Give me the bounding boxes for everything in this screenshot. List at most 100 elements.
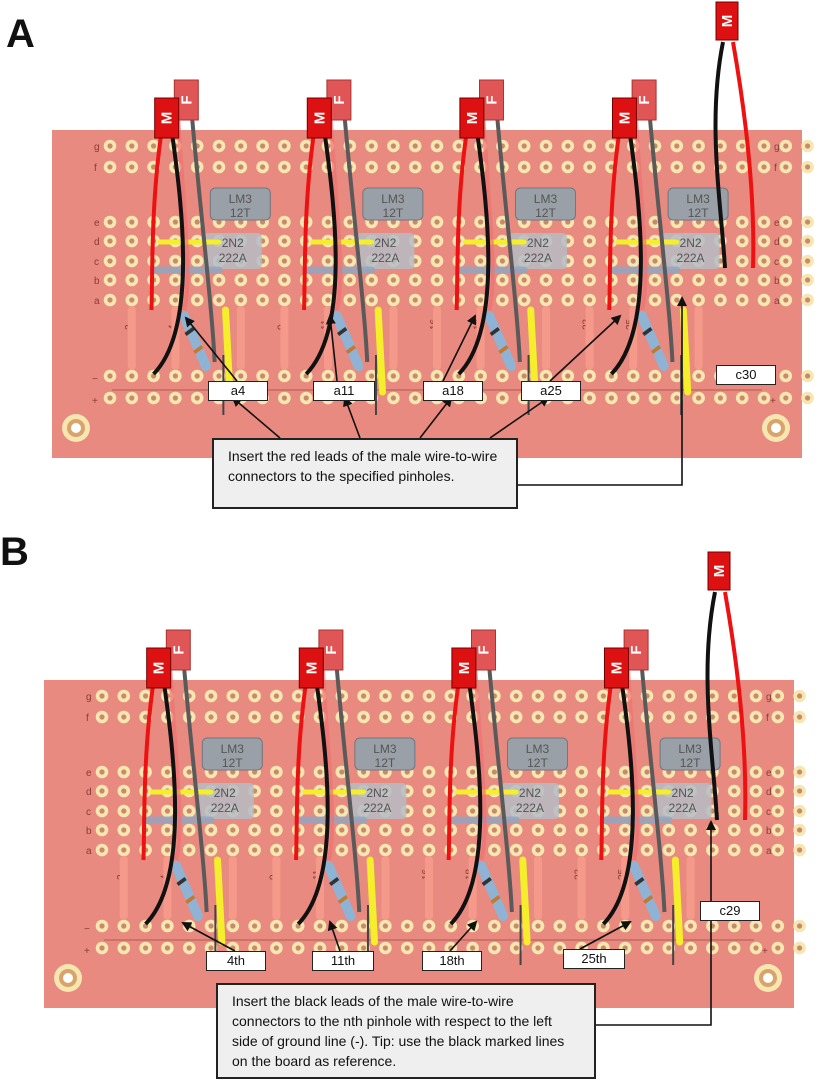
pinhole (313, 765, 327, 779)
resistor-band (642, 327, 653, 336)
row-letter: a (94, 296, 100, 307)
pinhole (662, 843, 676, 857)
pinhole (793, 689, 806, 703)
pinhole (509, 941, 523, 955)
pinhole (626, 254, 640, 268)
red-wire (141, 687, 155, 861)
pinhole (430, 160, 444, 174)
pinhole (321, 215, 335, 229)
connector-m-label: M (711, 565, 728, 578)
pinhole (430, 369, 444, 383)
pinhole (539, 160, 553, 174)
pinhole (190, 273, 204, 287)
row-letter: g (774, 142, 780, 153)
pinhole (169, 254, 182, 268)
pinhole (539, 139, 553, 153)
pinhole (313, 919, 327, 933)
pinhole (727, 919, 741, 933)
mounting-hole (754, 964, 782, 992)
transistor-label: 222A (516, 801, 544, 815)
red-wire (607, 137, 621, 311)
pinhole (357, 689, 370, 703)
pinhole (226, 919, 240, 933)
pinhole (670, 369, 684, 383)
pinhole (387, 273, 400, 287)
pinhole (400, 823, 414, 837)
pinhole (735, 234, 749, 248)
pinhole (517, 369, 531, 383)
pinhole (226, 689, 240, 703)
pinhole (801, 391, 814, 405)
resistor-band (489, 327, 500, 336)
connector-m-label: M (616, 112, 633, 125)
pinhole (626, 391, 640, 405)
rail-minus: − (84, 924, 90, 935)
circuit-block: 1618LM312T2N2222AFM (421, 629, 568, 965)
pinhole (182, 941, 196, 955)
red-wire (302, 137, 316, 311)
pinhole (749, 765, 763, 779)
row-letter: f (86, 713, 89, 724)
pinhole (278, 139, 291, 153)
pinhole (640, 843, 654, 857)
pinhole (583, 293, 596, 307)
pinhole (422, 843, 436, 857)
pinhole (575, 784, 588, 798)
chip-label: LM3 (373, 742, 397, 756)
pinhole (95, 823, 109, 837)
chip-label: 12T (527, 756, 548, 770)
pinhole (248, 710, 261, 724)
pinhole (212, 273, 226, 287)
connector-m-label: M (719, 15, 736, 28)
pinhole (95, 804, 109, 818)
pinhole (313, 823, 327, 837)
arrow-4th (181, 922, 236, 952)
pinhole (422, 823, 436, 837)
resistor-band (490, 895, 501, 904)
pinhole (648, 254, 662, 268)
yellow-jumper-vertical (366, 856, 378, 946)
gray-wire (334, 669, 362, 913)
chip-label: 12T (375, 756, 396, 770)
pinhole (531, 919, 545, 933)
pinhole (321, 293, 335, 307)
pinhole (575, 689, 588, 703)
red-wire (149, 137, 163, 311)
pinhole (801, 273, 814, 287)
pinhole (749, 843, 763, 857)
pinhole (727, 941, 741, 955)
pinhole (95, 765, 109, 779)
row-letter: b (766, 826, 772, 837)
pinhole (212, 293, 226, 307)
pinhole (103, 369, 117, 383)
pinhole (640, 919, 654, 933)
pinhole (117, 710, 131, 724)
pinhole (474, 293, 487, 307)
pinhole (379, 941, 392, 955)
pinhole (496, 254, 509, 268)
red-wire (599, 687, 613, 861)
pinhole (103, 273, 117, 287)
pinhole (640, 804, 654, 818)
pinhole (430, 215, 444, 229)
male-connector: M (154, 97, 180, 139)
pinhole (270, 804, 283, 818)
label-a4: a4 (208, 381, 268, 401)
pinhole (474, 369, 487, 383)
label-a25: a25 (521, 381, 581, 401)
label-c29: c29 (700, 901, 760, 921)
pinhole (648, 391, 662, 405)
pinhole (270, 941, 283, 955)
pinhole (684, 689, 697, 703)
row-letter: d (766, 787, 772, 798)
pinhole (343, 293, 357, 307)
pinhole (648, 369, 662, 383)
pinhole (234, 160, 248, 174)
circuit-board (44, 680, 794, 1008)
pinhole (357, 710, 370, 724)
pinhole (553, 689, 567, 703)
row-letter: b (774, 276, 780, 287)
